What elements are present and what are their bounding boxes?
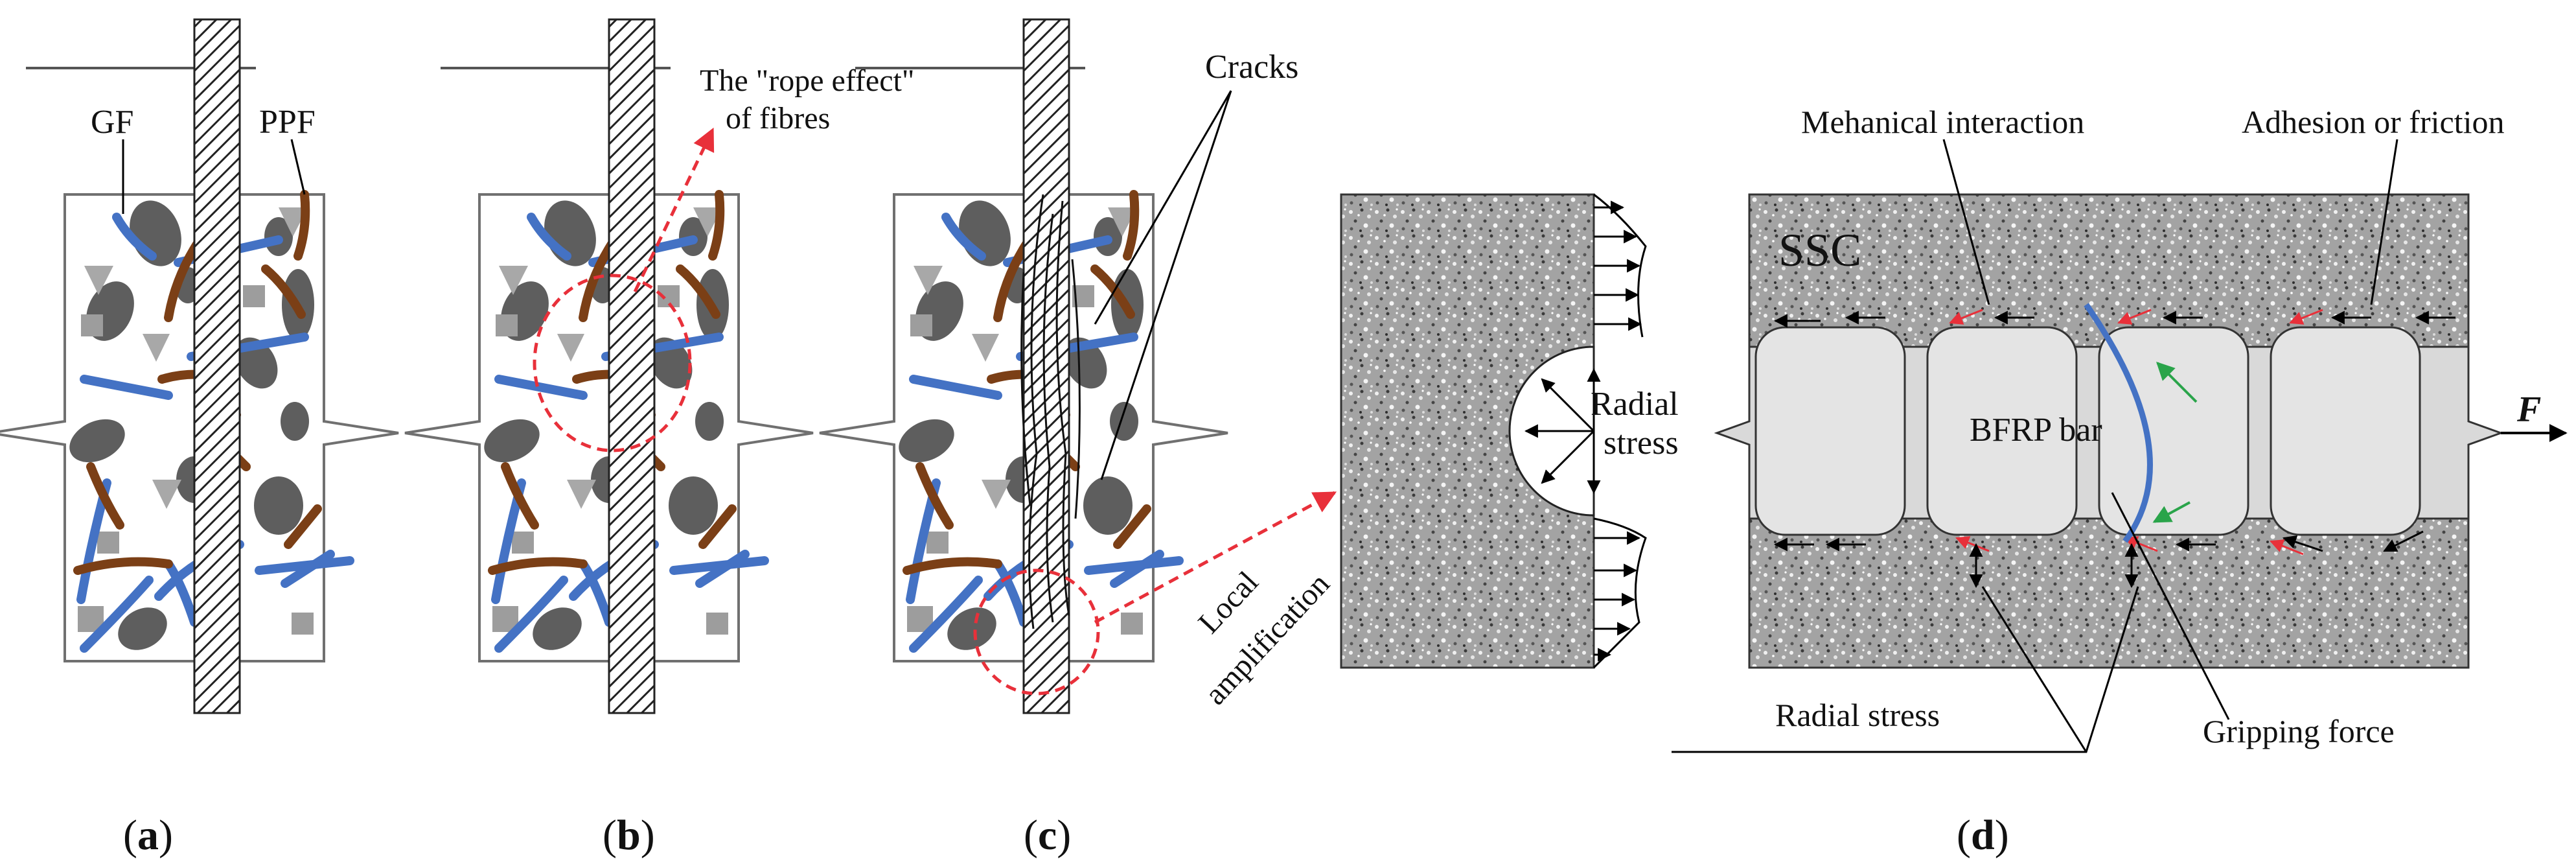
label-cracks: Cracks	[1205, 49, 1298, 86]
label-ppf: PPF	[259, 104, 316, 141]
leader-ppf	[290, 139, 306, 195]
rope-effect-arrow	[633, 127, 715, 293]
green-arrow-lower	[2152, 501, 2191, 523]
label-gripping-force: Gripping force	[2203, 713, 2395, 749]
local-zone	[973, 568, 1100, 696]
stress-distribution-top	[1593, 193, 1647, 338]
radial-stress-detail-label-2: stress	[1604, 425, 1679, 462]
label-bfrp-bar: BFRP bar	[1970, 412, 2102, 449]
panel-b-specimen	[404, 18, 814, 714]
radial-stress-arrows-d	[1969, 543, 2139, 589]
leader-cracks-2	[1100, 90, 1232, 480]
panel-d-bond-mechanism	[1672, 139, 2568, 753]
caption-d: (d)	[1957, 812, 2009, 859]
caption-c: (c)	[1024, 812, 1071, 859]
bar-ribs	[1754, 326, 2421, 536]
gripping-curve	[2084, 303, 2153, 543]
friction-arrows	[1773, 310, 2455, 552]
caption-b: (b)	[603, 812, 655, 859]
caption-a: (a)	[123, 812, 173, 859]
rope-effect-zone	[533, 274, 692, 452]
stress-distribution-bottom	[1593, 517, 1647, 669]
label-gf: GF	[91, 104, 133, 141]
rope-effect-label-2: of fibres	[726, 101, 830, 135]
radial-stress-detail-label-1: Radial	[1591, 386, 1679, 423]
label-ssc: SSC	[1778, 224, 1861, 276]
crack-lines	[1020, 194, 1081, 629]
leader-cracks-1	[1094, 90, 1232, 325]
mechanical-interaction-arrows	[1949, 309, 2323, 556]
panel-c-specimen	[818, 18, 1337, 714]
label-mechanical-interaction: Mehanical interaction	[1801, 104, 2084, 140]
label-force: F	[2516, 390, 2541, 430]
green-arrow-upper	[2156, 362, 2198, 403]
label-adhesion-friction: Adhesion or friction	[2242, 104, 2504, 140]
local-arrow	[1094, 491, 1337, 624]
radial-stress-detail	[1340, 193, 1647, 669]
leaders-d	[1672, 139, 2398, 753]
radial-stress-arrows	[1524, 368, 1601, 495]
label-radial-stress: Radial stress	[1775, 697, 1940, 733]
panel-a-specimen	[0, 18, 400, 714]
